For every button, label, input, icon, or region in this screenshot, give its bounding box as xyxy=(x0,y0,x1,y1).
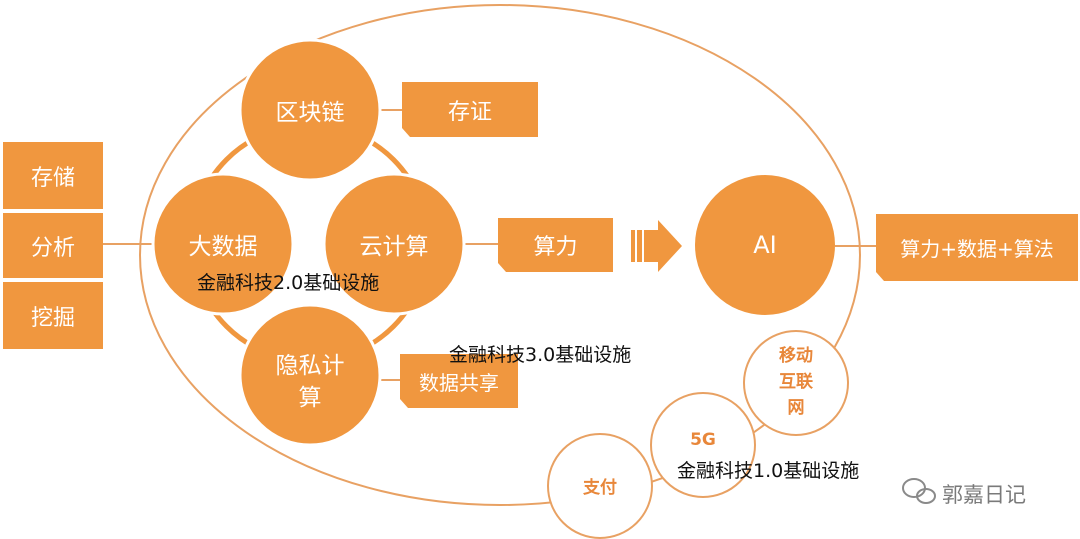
fintech-3-caption: 金融科技3.0基础设施 xyxy=(449,344,632,366)
computing-power-label: 算力 xyxy=(533,235,578,260)
mobile-label-line1: 移动 xyxy=(779,346,813,366)
cloud-label: 云计算 xyxy=(359,234,429,260)
formula-label: 算力+数据+算法 xyxy=(900,237,1054,261)
data-sharing-label: 数据共享 xyxy=(419,370,499,395)
mining-box xyxy=(3,282,103,349)
big-data-circle xyxy=(151,172,295,316)
arrow-icon xyxy=(631,220,682,272)
big-data-label: 大数据 xyxy=(188,234,258,260)
ai-circle xyxy=(695,175,835,315)
fiveg-circle xyxy=(650,392,756,498)
wechat-icon xyxy=(902,478,936,504)
mobile-internet-circle xyxy=(743,330,849,436)
mobile-label-line3: 网 xyxy=(787,398,805,418)
certification-tag xyxy=(402,82,538,137)
mobile-label-line2: 互联 xyxy=(779,372,813,392)
storage-label: 存储 xyxy=(30,165,75,191)
blockchain-circle xyxy=(238,38,382,182)
computing-power-tag xyxy=(498,218,613,272)
fiveg-label: 5G xyxy=(690,430,716,450)
mining-label: 挖掘 xyxy=(30,305,75,331)
ai-label: AI xyxy=(753,231,777,259)
analysis-box xyxy=(3,213,103,278)
formula-tag xyxy=(876,214,1078,281)
payment-circle xyxy=(547,433,653,539)
watermark-text: 郭嘉日记 xyxy=(942,483,1026,507)
fintech-1-caption: 金融科技1.0基础设施 xyxy=(677,460,860,482)
privacy-circle xyxy=(238,303,382,447)
certification-label: 存证 xyxy=(447,99,492,125)
privacy-label-line2: 算 xyxy=(298,385,322,411)
payment-label: 支付 xyxy=(583,478,617,498)
analysis-label: 分析 xyxy=(30,235,75,261)
fintech-3-boundary-ellipse xyxy=(139,4,861,506)
data-sharing-tag xyxy=(400,354,518,408)
storage-box xyxy=(3,142,103,209)
fintech-2-caption: 金融科技2.0基础设施 xyxy=(197,272,380,294)
privacy-label-line1: 隐私计 xyxy=(275,353,345,379)
blockchain-label: 区块链 xyxy=(275,100,345,126)
cloud-circle xyxy=(322,172,466,316)
